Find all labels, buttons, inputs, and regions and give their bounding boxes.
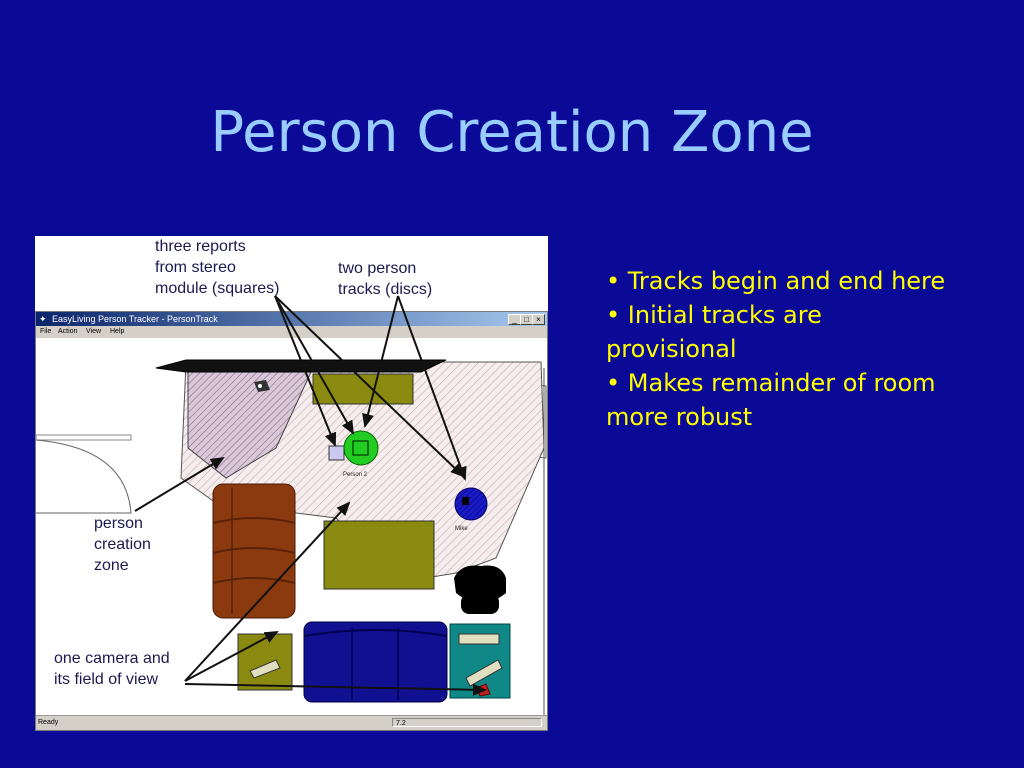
navy-couch	[303, 621, 448, 703]
bullet-item: • Makes remainder of room more robust	[606, 369, 936, 431]
camera-icon-top	[254, 380, 270, 392]
window-titlebar[interactable]: ✦ EasyLiving Person Tracker - PersonTrac…	[36, 312, 547, 326]
person2-label: Person 2	[343, 472, 368, 478]
brown-sofa	[212, 483, 296, 619]
top-table	[312, 373, 414, 405]
center-table	[323, 520, 435, 590]
status-value: 7.2	[392, 718, 542, 727]
menu-file[interactable]: File	[40, 328, 52, 335]
person2-track-disc	[343, 430, 379, 466]
close-button[interactable]: ×	[532, 314, 545, 325]
menu-view[interactable]: View	[86, 328, 102, 335]
slide-title: Person Creation Zone	[210, 100, 814, 165]
olive-side-table	[237, 633, 293, 691]
status-bar: Ready 7.2	[36, 715, 547, 730]
tracker-figure: three reports from stereo module (square…	[35, 236, 548, 731]
menu-help[interactable]: Help	[110, 328, 125, 335]
two-person-annotation: two person tracks (discs)	[338, 260, 433, 298]
mike-label: Mike	[455, 526, 468, 532]
person-zone-annotation: person creation zone	[94, 515, 151, 574]
bullet-item: • Initial tracks are provisional	[606, 301, 822, 363]
app-icon: ✦	[39, 314, 47, 324]
menu-bar: File Action View Help	[36, 326, 547, 338]
menu-action[interactable]: Action	[58, 328, 78, 335]
window-title: EasyLiving Person Tracker - PersonTrack	[52, 314, 218, 324]
top-shelf	[155, 359, 447, 373]
stereo-report-square	[462, 497, 469, 505]
mike-track-disc	[454, 487, 488, 521]
stereo-report-square	[328, 445, 345, 461]
camera-annotation: one camera and its field of view	[54, 650, 170, 688]
three-reports-annotation: three reports from stereo module (square…	[155, 238, 280, 297]
black-chair	[454, 565, 506, 614]
bullet-list: • Tracks begin and end here • Initial tr…	[606, 264, 956, 434]
bullet-item: • Tracks begin and end here	[606, 267, 946, 295]
status-ready: Ready	[38, 719, 59, 726]
